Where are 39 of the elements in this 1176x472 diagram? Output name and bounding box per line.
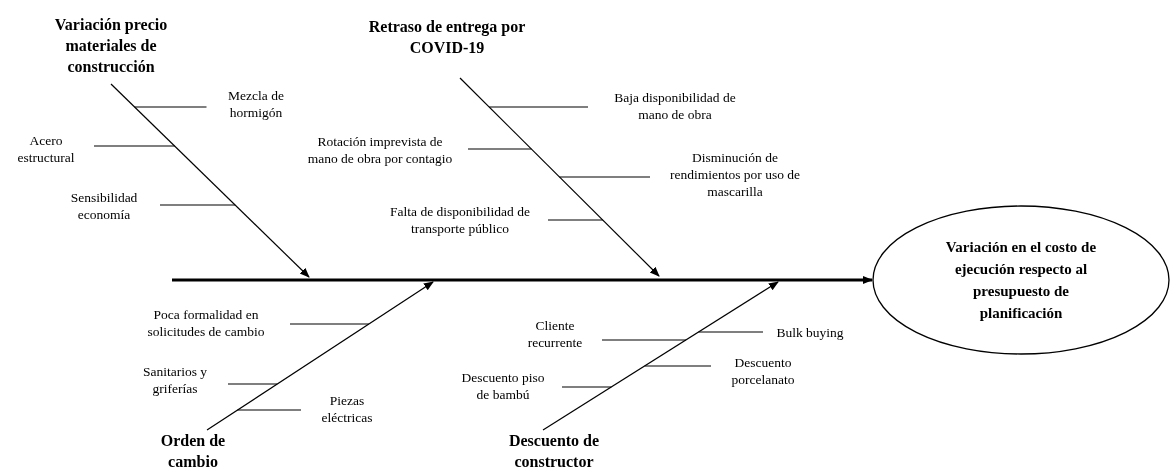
leader-line (488, 106, 589, 108)
cause-label: Rotación imprevista de mano de obra por contagio (292, 133, 468, 167)
cause-label: Mezcla de hormigón (206, 87, 306, 121)
leader-line (644, 365, 712, 367)
cause-label: Descuento piso de bambú (444, 369, 562, 403)
leader-line (159, 204, 236, 206)
cause-label: Baja disponibilidad de mano de obra (588, 89, 762, 123)
bone-arrow (206, 281, 434, 431)
effect-text: Variación en el costo de ejecución respecto al presupuesto de planificación (944, 238, 1098, 323)
cause-label: Piezas eléctricas (301, 392, 393, 426)
leader-line (558, 176, 651, 178)
leader-line (547, 219, 604, 221)
leader-line (467, 148, 532, 150)
leader-line (289, 323, 370, 325)
category-label: Variación precio materiales de construcción (36, 14, 186, 77)
cause-label: Acero estructural (0, 132, 94, 166)
leader-line (698, 331, 764, 333)
cause-label: Cliente recurrente (508, 317, 602, 351)
leader-line (93, 145, 176, 147)
effect-ellipse (872, 205, 1170, 355)
spine-arrow (172, 276, 873, 284)
bone-arrow (459, 77, 660, 277)
leader-line (227, 383, 278, 385)
bone-arrow (110, 83, 310, 278)
category-label: Orden de cambio (151, 430, 235, 472)
cause-label: Bulk buying (763, 324, 857, 341)
cause-label: Descuento porcelanato (711, 354, 815, 388)
leader-line (601, 339, 687, 341)
bone-arrow (542, 281, 779, 431)
leader-line (134, 106, 208, 108)
cause-label: Sanitarios y griferías (122, 363, 228, 397)
category-label: Retraso de entrega por COVID-19 (347, 16, 547, 58)
leader-line (236, 409, 302, 411)
cause-label: Poca formalidad en solicitudes de cambio (122, 306, 290, 340)
cause-label: Sensibilidad economía (48, 189, 160, 223)
cause-label: Disminución de rendimientos por uso de mascarilla (650, 149, 820, 200)
leader-line (561, 386, 612, 388)
category-label: Descuento de constructor (496, 430, 612, 472)
cause-label: Falta de disponibilidad de transporte público (372, 203, 548, 237)
